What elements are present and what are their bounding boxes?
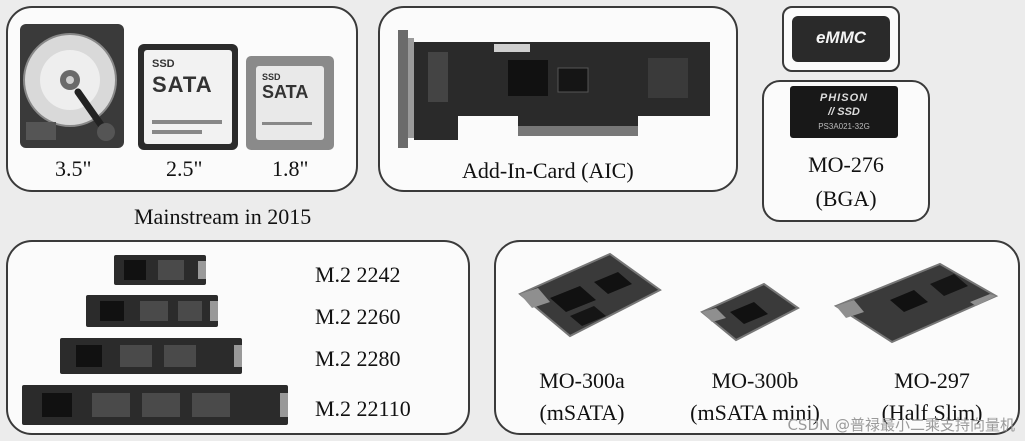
mainstream-caption: Mainstream in 2015: [134, 204, 312, 229]
ssd-2-5-label: 2.5": [166, 156, 203, 181]
aic-label: Add-In-Card (AIC): [462, 158, 634, 183]
mo-297-line1: MO-297: [894, 368, 970, 393]
m2-22110-label: M.2 22110: [315, 396, 411, 421]
mo-300a-line2: (mSATA): [539, 400, 625, 425]
bga-chip-brand: PHISON: [819, 92, 869, 104]
ssd-1-8-label: 1.8": [272, 156, 309, 181]
m2-2280-image: [60, 338, 242, 374]
watermark: CSDN @普禄最小二乘支持向量机: [787, 416, 1015, 434]
emmc-chip-text: eMMC: [815, 28, 867, 47]
m2-2242-label: M.2 2242: [315, 262, 401, 287]
mo-297-line2: (Half Slim): [881, 400, 983, 425]
m2-22110-image: [22, 385, 288, 425]
bga-label-line2: (BGA): [815, 186, 877, 211]
mo-300b-line2: (mSATA mini): [690, 400, 820, 425]
mo-297-image: [833, 262, 999, 344]
m2-2260-label: M.2 2260: [315, 304, 401, 329]
ssd-2-5-image: SSD SATA: [138, 44, 238, 150]
bga-chip-part: PS3A021-32G: [818, 122, 870, 131]
m2-2280-label: M.2 2280: [315, 346, 401, 371]
hdd-3-5-image: [20, 24, 124, 148]
bga-chip-image: PHISON // SSD PS3A021-32G: [790, 86, 898, 138]
sata-logo-small: SATA: [262, 82, 309, 102]
sata-logo: SATA: [152, 72, 213, 97]
m2-2260-image: [86, 295, 218, 327]
mo-300b-image: [700, 282, 800, 342]
emmc-chip-image: eMMC: [792, 16, 890, 62]
bga-label-line1: MO-276: [808, 152, 884, 177]
bga-chip-model: // SSD: [828, 106, 860, 118]
ssd-logo-small: SSD: [262, 72, 281, 82]
mo-300a-line1: MO-300a: [539, 368, 625, 393]
aic-card-image: [398, 30, 710, 148]
mo-300a-image: [518, 252, 662, 338]
m2-2242-image: [114, 255, 206, 285]
mo-300b-line1: MO-300b: [711, 368, 799, 393]
ssd-logo: SSD: [152, 58, 175, 70]
hdd-3-5-label: 3.5": [55, 156, 92, 181]
ssd-1-8-image: SSD SATA: [246, 56, 334, 150]
